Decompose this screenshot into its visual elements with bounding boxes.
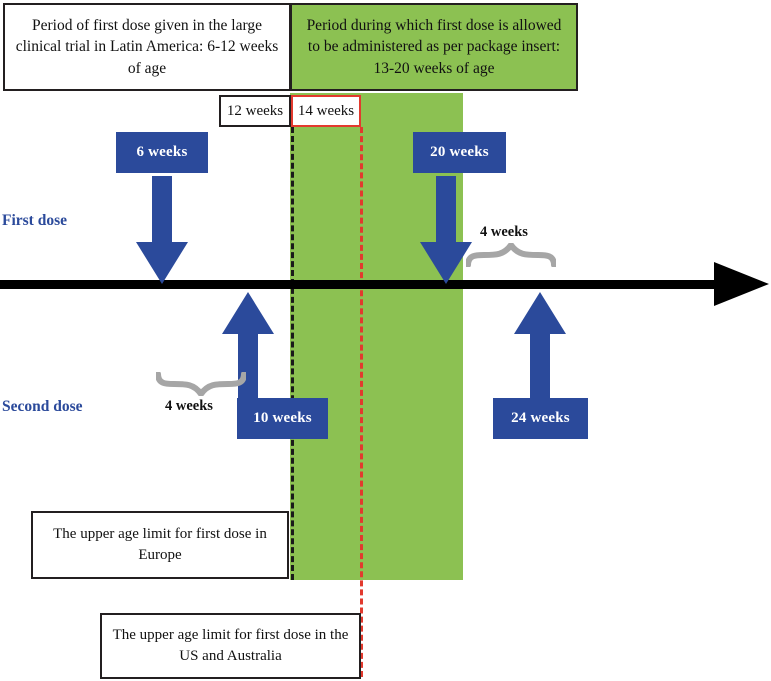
tick-label-14-weeks: 14 weeks xyxy=(291,95,361,127)
up-arrow-icon-10-weeks xyxy=(222,292,274,398)
package-insert-period-box: Period during which first dose is allowe… xyxy=(290,3,578,91)
reference-line-12-weeks xyxy=(291,127,294,580)
allowed-period-band xyxy=(290,93,463,580)
up-arrow-icon-24-weeks xyxy=(514,292,566,398)
marker-label-10-weeks: 10 weeks xyxy=(237,398,328,439)
second-dose-row-label: Second dose xyxy=(2,398,83,415)
clinical-trial-period-box: Period of first dose given in the large … xyxy=(3,3,291,91)
note-europe-age-limit: The upper age limit for first dose in Eu… xyxy=(31,511,289,579)
brace-icon-top-4-weeks xyxy=(466,243,556,267)
first-dose-row-label: First dose xyxy=(2,212,68,229)
tick-label-12-weeks: 12 weeks xyxy=(219,95,291,127)
marker-label-6-weeks: 6 weeks xyxy=(116,132,208,173)
brace-caption-bottom-4-weeks: 4 weeks xyxy=(165,398,213,414)
down-arrow-icon-20-weeks xyxy=(420,176,472,284)
brace-caption-top-4-weeks: 4 weeks xyxy=(480,224,528,240)
note-us-australia-age-limit: The upper age limit for first dose in th… xyxy=(100,613,361,679)
down-arrow-icon-6-weeks xyxy=(136,176,188,284)
reference-line-14-weeks xyxy=(360,127,363,677)
timeline-axis xyxy=(0,280,722,289)
brace-icon-bottom-4-weeks xyxy=(156,372,246,396)
timeline-arrowhead-icon xyxy=(714,262,769,306)
marker-label-24-weeks: 24 weeks xyxy=(493,398,588,439)
marker-label-20-weeks: 20 weeks xyxy=(413,132,506,173)
